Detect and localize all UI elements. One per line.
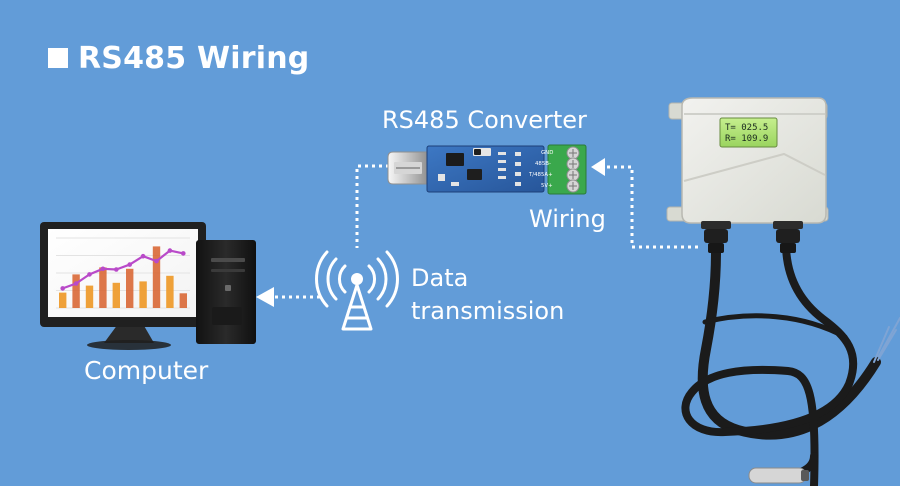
monitor-chart-point — [167, 248, 173, 253]
terminal-label-group: GND 485B- T/485A+ 5V+ — [528, 150, 553, 189]
title-square-icon — [48, 48, 68, 68]
usb-to-antenna-connector — [355, 164, 396, 248]
monitor-chart-bar — [112, 282, 120, 308]
signal-connectors — [272, 164, 698, 299]
transmitter-to-converter-connector — [602, 165, 698, 249]
display-panel — [719, 117, 778, 148]
terminal-label: 485B- — [535, 161, 551, 167]
computer-arrowhead — [256, 287, 274, 307]
monitor-base-shadow — [87, 340, 171, 350]
antenna-core — [351, 273, 363, 285]
monitor-chart-point — [127, 262, 132, 267]
converter-components — [438, 152, 521, 186]
left-cable — [697, 247, 881, 440]
monitor-chart-line — [61, 249, 185, 290]
monitor-chart-bar — [152, 246, 161, 308]
converter-terminal-screws — [566, 146, 580, 193]
monitor-chart-bar — [59, 292, 67, 308]
temperature-probe — [748, 467, 807, 484]
tower-drive-slot-2 — [211, 269, 245, 272]
terminal-label: GND — [541, 150, 553, 156]
rs485-converter: GND 485B- T/485A+ 5V+ — [387, 144, 587, 195]
terminal-label: 5V+ — [541, 183, 553, 189]
page-title: RS485 Wiring — [78, 40, 310, 76]
cable-end-wire — [873, 317, 900, 363]
monitor-chart-point — [73, 281, 79, 286]
monitor-chart-point — [100, 266, 106, 272]
monitor-chart-bar — [166, 275, 174, 308]
monitor-chart-bar — [99, 267, 107, 308]
monitor-stand — [104, 324, 154, 343]
data-transmission-label: Data transmission — [411, 262, 601, 328]
probe-band — [801, 470, 809, 481]
converter-chip-secondary — [467, 169, 482, 180]
monitor-chart-point — [140, 253, 146, 259]
cable-gland-right — [773, 221, 803, 253]
wiring-label: Wiring — [529, 205, 606, 233]
monitor-chart-point — [114, 267, 119, 272]
computer — [40, 222, 256, 350]
monitor-chart-point — [154, 258, 159, 264]
usb-plug-contact-line — [396, 167, 420, 169]
monitor-chart-point — [87, 272, 92, 277]
loop-cable — [702, 313, 848, 340]
monitor-chart — [56, 237, 190, 309]
data-label-line-2: transmission — [411, 297, 565, 325]
data-label-line-1: Data — [411, 264, 469, 292]
desktop-tower — [196, 240, 256, 344]
monitor-chart-point — [60, 286, 65, 291]
connector-arrowheads — [256, 158, 605, 307]
monitor-chart-bar — [179, 293, 187, 308]
converter-switch-knob — [474, 149, 481, 155]
monitor-chart-bar — [72, 274, 80, 308]
terminal-label: T/485A+ — [528, 172, 553, 178]
tower-drive-slot — [211, 258, 245, 262]
display-reading-humidity: R= 109.9 — [725, 134, 768, 144]
monitor-chart-point — [181, 251, 186, 256]
antenna-icon — [315, 250, 399, 331]
converter-arrowhead — [591, 158, 605, 176]
cable-gland-left — [701, 221, 731, 253]
transmitter: T= 025.5 R= 109.9 — [666, 97, 900, 486]
tower-vent — [212, 307, 242, 325]
diagram-title: RS485 Wiring — [48, 40, 309, 76]
computer-label: Computer — [84, 356, 209, 385]
display-reading-temperature: T= 025.5 — [725, 123, 768, 133]
housing-lower-bevel — [683, 152, 826, 182]
monitor-chart-bar — [85, 285, 94, 308]
tower-button — [225, 285, 231, 291]
monitor-chart-bar — [126, 268, 134, 308]
converter-label: RS485 Converter — [382, 106, 587, 134]
transmitter-housing — [681, 97, 827, 224]
converter-chip-main — [446, 153, 464, 166]
right-cable — [681, 243, 858, 486]
monitor-chart-bar — [139, 281, 147, 308]
